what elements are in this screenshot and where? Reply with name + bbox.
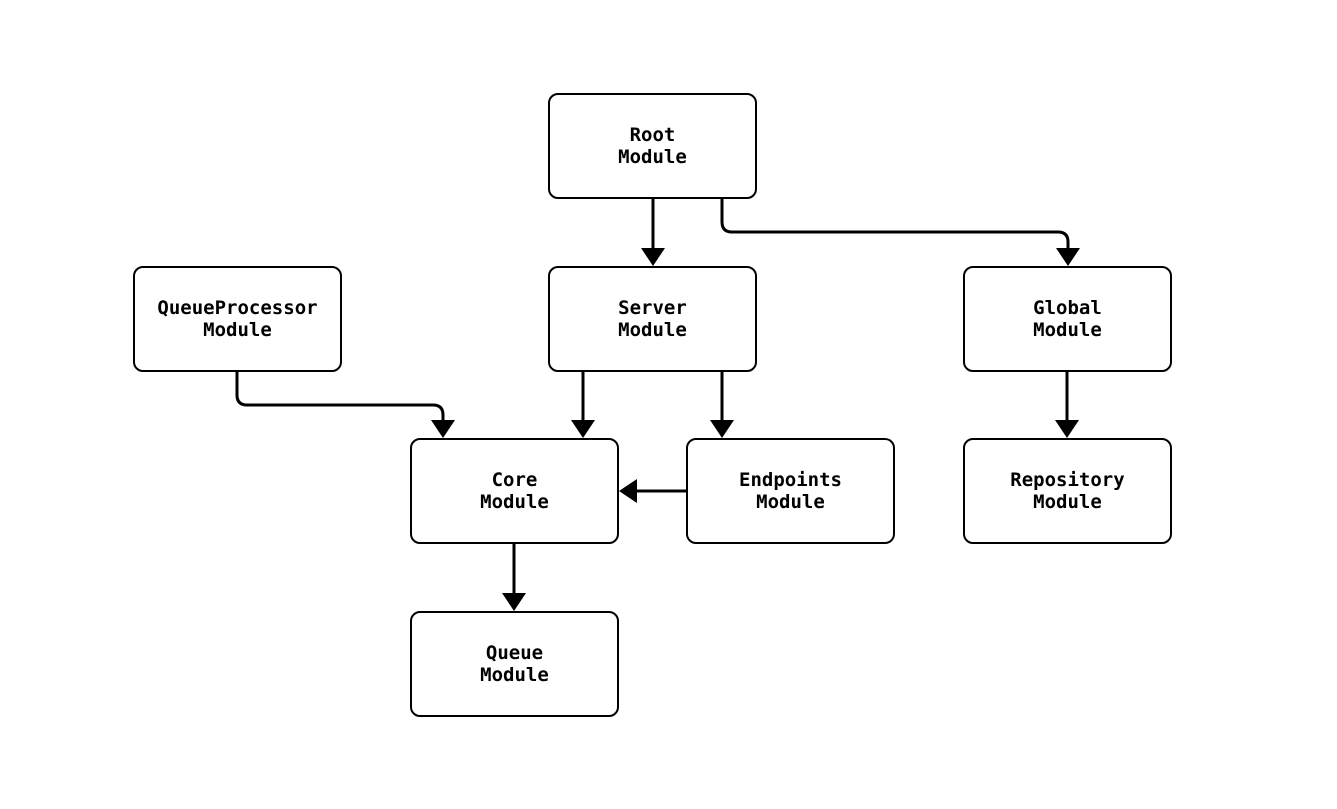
node-global-module: Global Module	[963, 266, 1172, 372]
edge-root-to-global	[720, 198, 1070, 250]
node-repository-module: Repository Module	[963, 438, 1172, 544]
node-root-module-label: Root Module	[618, 124, 687, 168]
node-endpoints-module: Endpoints Module	[686, 438, 895, 544]
node-core-module: Core Module	[410, 438, 619, 544]
node-queue-module: Queue Module	[410, 611, 619, 717]
edge-root-to-server-arrowhead	[641, 248, 665, 266]
node-queueprocessor-module: QueueProcessor Module	[133, 266, 342, 372]
node-queue-module-label: Queue Module	[480, 642, 549, 686]
edge-global-to-repository-arrowhead	[1055, 420, 1079, 438]
node-global-module-label: Global Module	[1033, 297, 1102, 341]
node-root-module: Root Module	[548, 93, 757, 199]
node-repository-module-label: Repository Module	[1010, 469, 1125, 513]
node-server-module: Server Module	[548, 266, 757, 372]
edge-endpoints-to-core-arrowhead	[619, 479, 637, 503]
edge-server-to-core-arrowhead	[571, 420, 595, 438]
edge-root-to-global-arrowhead	[1056, 248, 1080, 266]
edge-core-to-queue-arrowhead	[502, 593, 526, 611]
node-core-module-label: Core Module	[480, 469, 549, 513]
node-queueprocessor-module-label: QueueProcessor Module	[157, 297, 318, 341]
edge-server-to-endpoints-arrowhead	[710, 420, 734, 438]
edge-queueprocessor-to-core-arrowhead	[431, 420, 455, 438]
node-server-module-label: Server Module	[618, 297, 687, 341]
node-endpoints-module-label: Endpoints Module	[739, 469, 842, 513]
edge-queueprocessor-to-core	[235, 372, 445, 422]
